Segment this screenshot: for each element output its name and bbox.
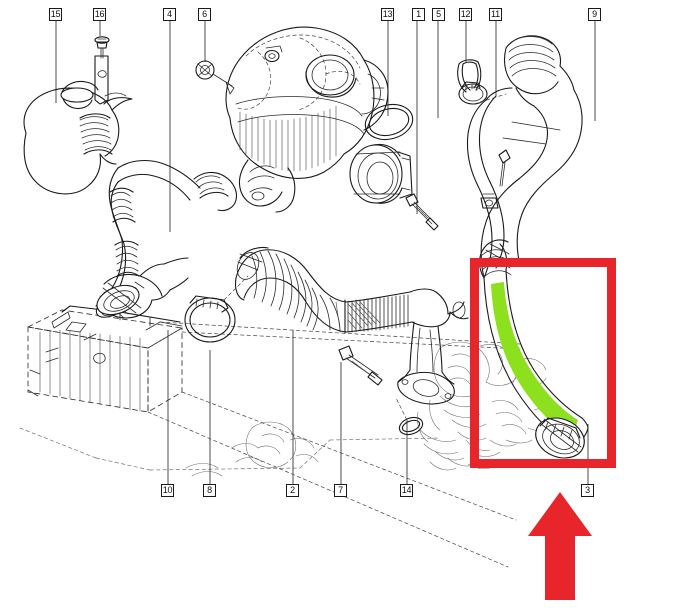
callout-12[interactable]: 12 [459,8,472,21]
callout-7[interactable]: 7 [334,484,347,497]
engine-airbox-assembly [195,26,389,213]
leader-lines-bottom [167,330,589,484]
callout-6[interactable]: 6 [198,8,211,21]
hose-clamp-part-8 [184,275,249,343]
callout-11[interactable]: 11 [489,8,502,21]
callout-1[interactable]: 1 [412,8,425,21]
leader-lines-top [55,21,596,232]
upper-left-hose-part-15 [23,36,133,195]
intercooler-part-10 [26,305,521,568]
callout-16[interactable]: 16 [93,8,106,21]
center-corrugated-hose-part-2 [234,246,469,436]
bolt-part-7 [338,345,383,386]
callout-14[interactable]: 14 [400,484,413,497]
engine-block-sketch [19,341,563,477]
callout-4[interactable]: 4 [163,8,176,21]
callout-10[interactable]: 10 [161,484,174,497]
callout-5[interactable]: 5 [432,8,445,21]
selection-rectangle [470,258,616,468]
callout-15[interactable]: 15 [49,8,62,21]
callout-8[interactable]: 8 [203,484,216,497]
red-pointer-arrow [528,492,592,600]
intercooler-outlet-connector [96,257,189,319]
callout-9[interactable]: 9 [588,8,601,21]
callout-3[interactable]: 3 [581,484,594,497]
highlighted-intercooler-hose-part-3 [478,239,589,459]
right-turbo-hose-part-9 [466,35,583,279]
throttle-body-part-5 [349,103,439,231]
ring-clamp-part-11 [458,81,488,105]
callout-13[interactable]: 13 [381,8,394,21]
callout-2[interactable]: 2 [286,484,299,497]
